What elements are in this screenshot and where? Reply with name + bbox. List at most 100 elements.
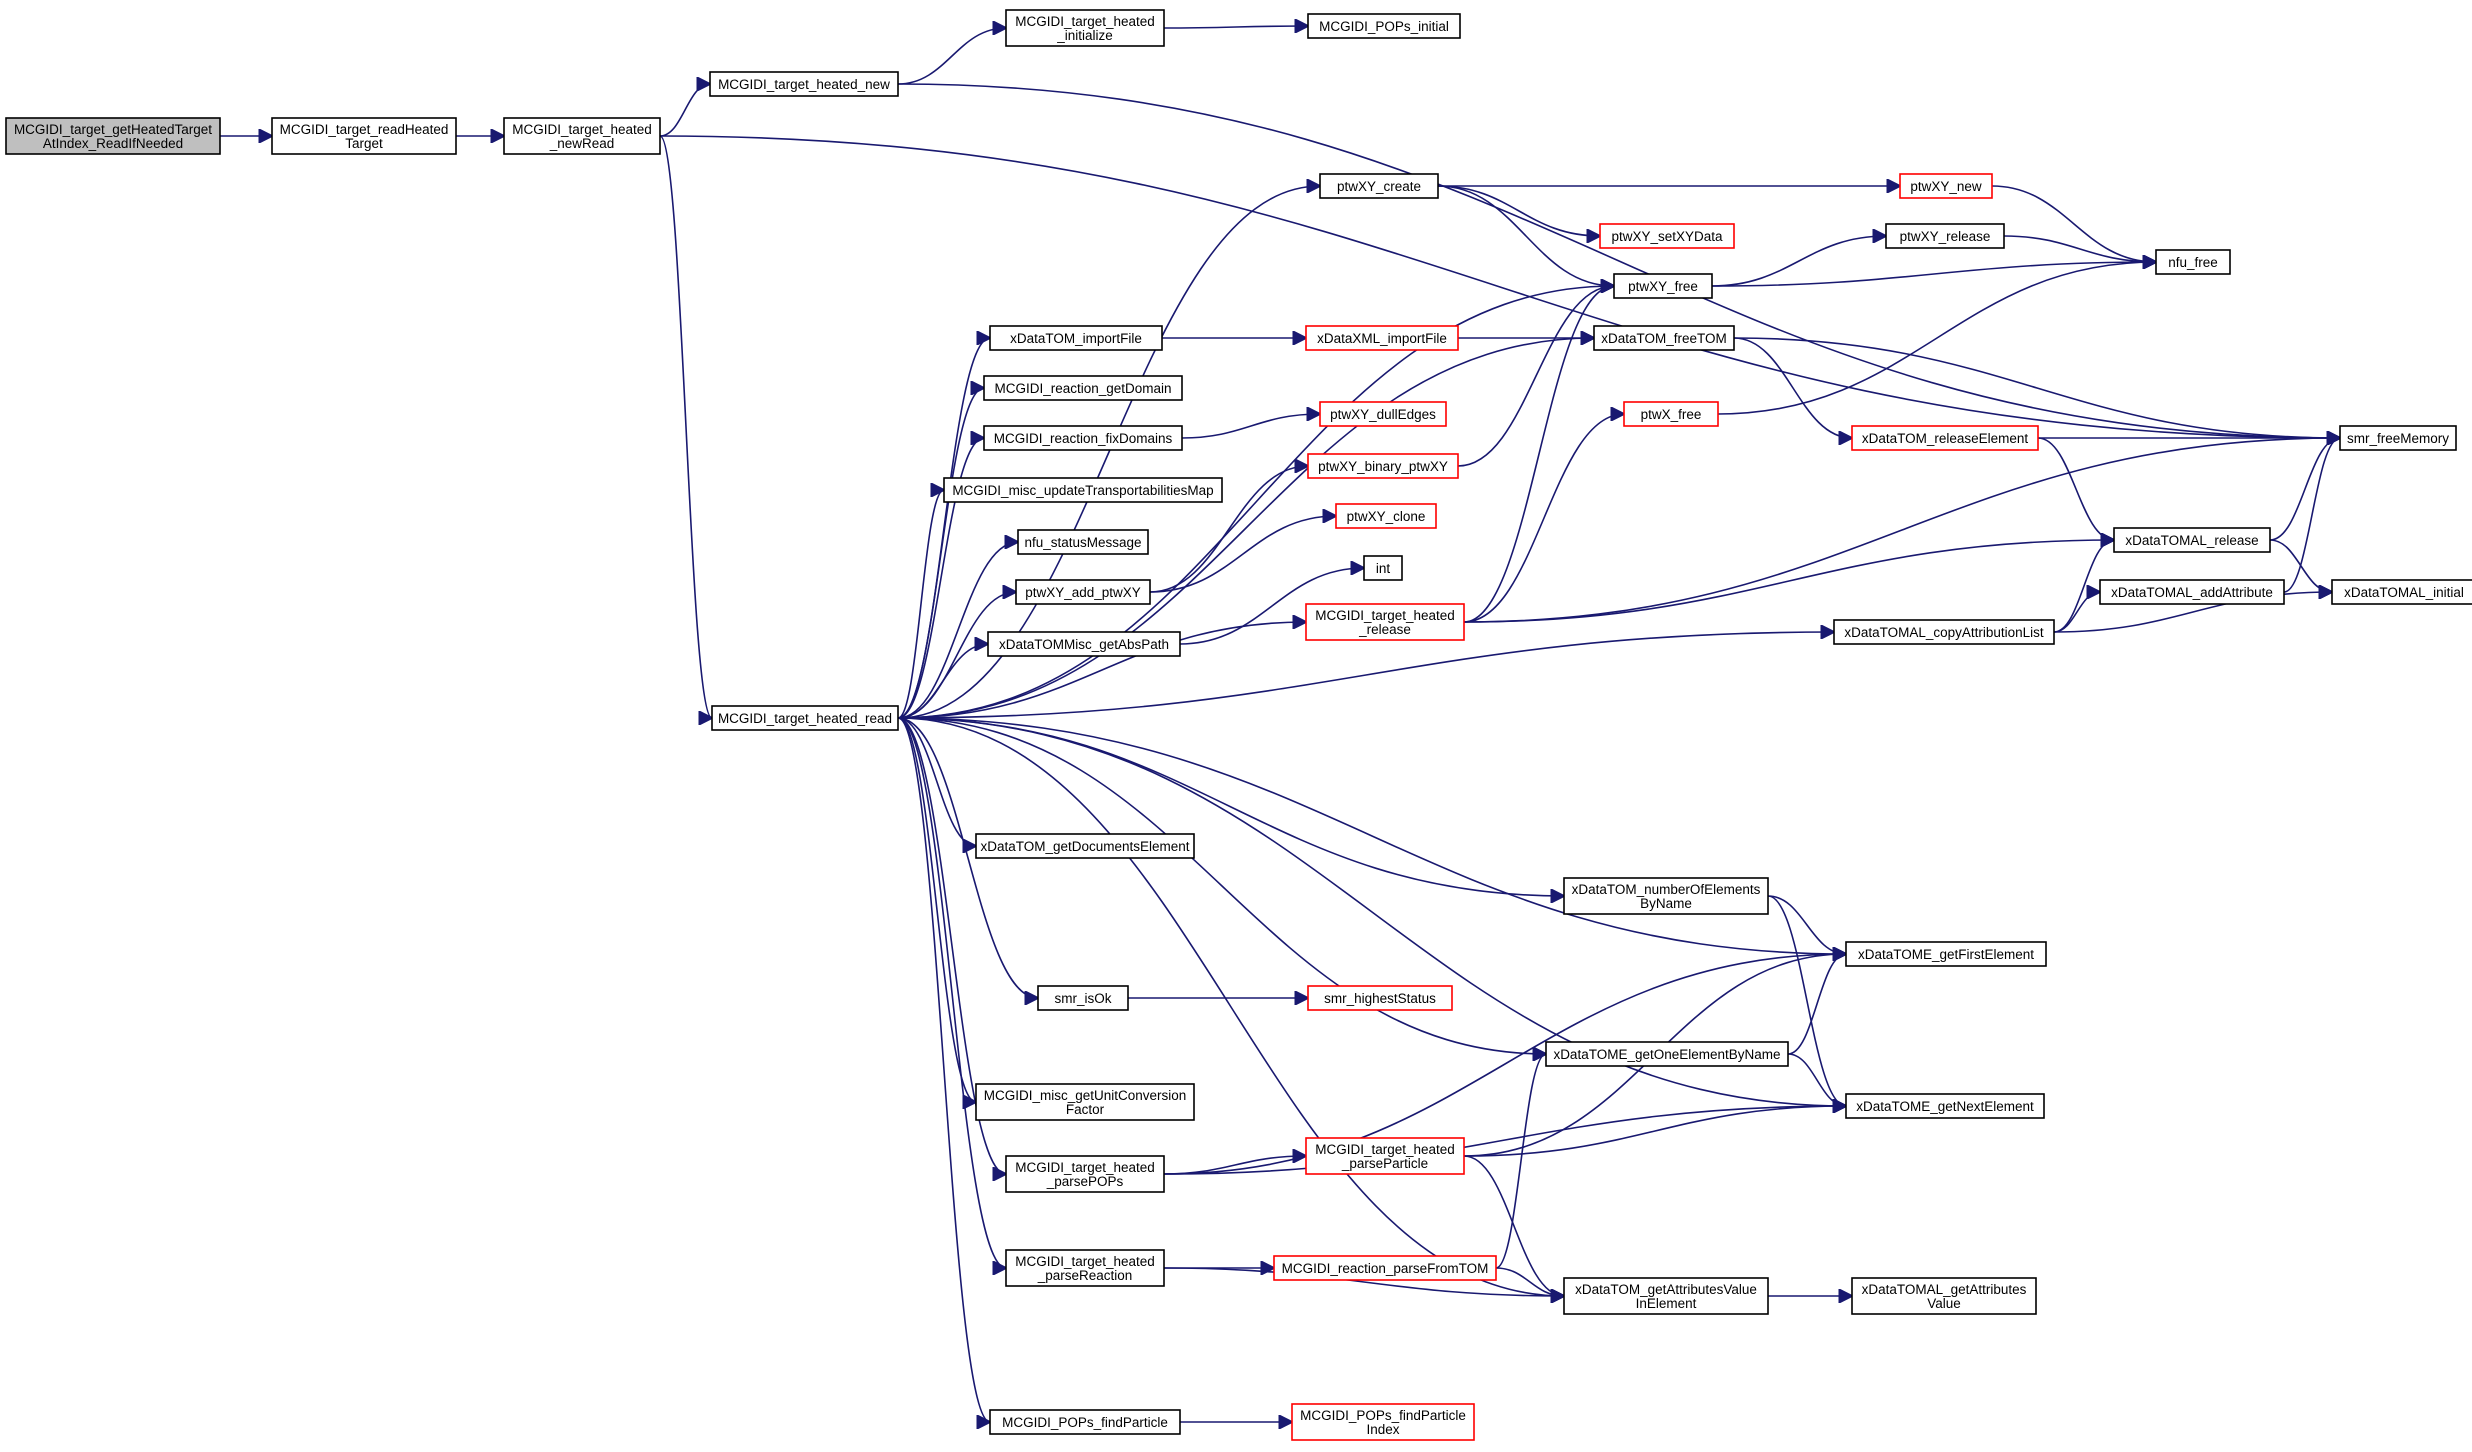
node-box — [1599, 223, 1735, 249]
node-root[interactable]: MCGIDI_target_getHeatedTargetAtIndex_Rea… — [5, 117, 221, 155]
node-label: MCGIDI_POPs_initial — [1319, 19, 1449, 34]
edge-xDataTOMALcopy-to-xDataTOMALaddAttribute — [2053, 592, 2100, 633]
node-label: nfu_free — [2168, 255, 2218, 270]
node-smrFreeMemory[interactable]: smr_freeMemory — [2339, 425, 2457, 451]
node-heatedRelease[interactable]: MCGIDI_target_heated_release — [1305, 603, 1465, 641]
node-ptwXYrelease[interactable]: ptwXY_release — [1885, 223, 2005, 249]
node-label: MCGIDI_reaction_getDomain — [994, 381, 1171, 396]
node-xDataTOMALcopy[interactable]: xDataTOMAL_copyAttributionList — [1833, 619, 2055, 645]
node-ptwXYfree[interactable]: ptwXY_free — [1613, 273, 1713, 299]
node-box — [1845, 1093, 2045, 1119]
node-box — [1623, 401, 1719, 427]
node-box — [1305, 325, 1459, 351]
node-box — [1319, 173, 1439, 199]
node-xDataTOMALaddAttribute[interactable]: xDataTOMAL_addAttribute — [2099, 579, 2285, 605]
edges-layer — [220, 26, 2340, 1422]
node-label: ptwXY_free — [1628, 279, 1698, 294]
node-reactionGetDomain[interactable]: MCGIDI_reaction_getDomain — [983, 375, 1183, 401]
node-box — [503, 117, 661, 155]
node-ptwXYclone[interactable]: ptwXY_clone — [1335, 503, 1437, 529]
edge-heatedRelease-to-ptwXYfree — [1463, 286, 1614, 623]
node-label: ptwXY_dullEdges — [1330, 407, 1436, 422]
node-label: ptwXY_release — [1900, 229, 1991, 244]
edge-xDataTOMfreeTOM-to-smrFreeMemory — [1733, 337, 2340, 438]
node-box — [1335, 503, 1437, 529]
edge-heatedParseParticle-to-xDataTOMEgetNext — [1463, 1106, 1846, 1157]
node-label: MCGIDI_target_heated_new — [718, 77, 890, 92]
node-ptwXYdullEdges[interactable]: ptwXY_dullEdges — [1319, 401, 1447, 427]
node-smrIsOk[interactable]: smr_isOk — [1037, 985, 1129, 1011]
node-box — [1305, 603, 1465, 641]
node-heatedRead[interactable]: MCGIDI_target_heated_read — [711, 705, 899, 731]
node-box — [1851, 1277, 2037, 1315]
node-miscUpdateTransp[interactable]: MCGIDI_misc_updateTransportabilitiesMap — [943, 477, 1223, 503]
node-ptwXYadd[interactable]: ptwXY_add_ptwXY — [1015, 579, 1151, 605]
edge-heatedNew-to-heatedInit — [897, 28, 1006, 85]
node-xDataTOMimportFile[interactable]: xDataTOM_importFile — [989, 325, 1163, 351]
node-box — [711, 705, 899, 731]
node-heatedParseParticle[interactable]: MCGIDI_target_heated_parseParticle — [1305, 1137, 1465, 1175]
node-ptwXYsetXYData[interactable]: ptwXY_setXYData — [1599, 223, 1735, 249]
edge-xDataTOMMiscGetAbsPath-to-int — [1179, 568, 1364, 645]
node-heatedNewRead[interactable]: MCGIDI_target_heated_newRead — [503, 117, 661, 155]
node-box — [983, 375, 1183, 401]
node-label: MCGIDI_target_heated — [1315, 1142, 1455, 1157]
node-ptwXfree[interactable]: ptwX_free — [1623, 401, 1719, 427]
node-box — [1851, 425, 2039, 451]
node-heatedParsePOPs[interactable]: MCGIDI_target_heated_parsePOPs — [1005, 1155, 1165, 1193]
node-xDataTOMALgetAttrValue[interactable]: xDataTOMAL_getAttributesValue — [1851, 1277, 2037, 1315]
node-label: ptwXY_clone — [1347, 509, 1426, 524]
edge-heatedParseReaction-to-xDataTOMgetAttrValue — [1163, 1267, 1564, 1296]
node-xDataTOMfreeTOM[interactable]: xDataTOM_freeTOM — [1593, 325, 1735, 351]
edge-heatedRead-to-ptwXYcreate — [897, 186, 1320, 719]
node-xDataTOMALrelease[interactable]: xDataTOMAL_release — [2113, 527, 2271, 553]
node-int[interactable]: int — [1363, 555, 1403, 581]
node-xDataTOMEgetFirst[interactable]: xDataTOME_getFirstElement — [1845, 941, 2047, 967]
node-box — [943, 477, 1223, 503]
edge-heatedRead-to-reactionFixDomains — [897, 438, 984, 719]
edge-xDataTOMnumberOfElements-to-xDataTOMEgetNext — [1767, 895, 1846, 1106]
edge-heatedRead-to-xDataTOMEgetFirst — [897, 717, 1846, 954]
node-label: MCGIDI_target_getHeatedTarget — [14, 122, 212, 137]
node-xDataTOMMiscGetAbsPath[interactable]: xDataTOMMisc_getAbsPath — [987, 631, 1181, 657]
edge-ptwXYbinary-to-ptwXYfree — [1457, 286, 1614, 467]
node-heatedInit[interactable]: MCGIDI_target_heated_initialize — [1005, 9, 1165, 47]
node-ptwXYcreate[interactable]: ptwXY_create — [1319, 173, 1439, 199]
node-box — [2339, 425, 2457, 451]
node-label: MCGIDI_reaction_fixDomains — [994, 431, 1173, 446]
edge-heatedParsePOPs-to-xDataTOMEgetNext — [1163, 1106, 1846, 1175]
node-ptwXYnew[interactable]: ptwXY_new — [1899, 173, 1993, 199]
node-nfuFree[interactable]: nfu_free — [2155, 249, 2231, 275]
edge-heatedNewRead-to-heatedRead — [659, 135, 712, 718]
node-xDataTOMEgetOneByName[interactable]: xDataTOME_getOneElementByName — [1545, 1041, 1789, 1067]
node-smrHighestStatus[interactable]: smr_highestStatus — [1307, 985, 1453, 1011]
node-xDataXMLimportFile[interactable]: xDataXML_importFile — [1305, 325, 1459, 351]
edge-ptwXYfree-to-nfuFree — [1711, 262, 2156, 287]
edge-reactionFixDomains-to-ptwXYdullEdges — [1181, 414, 1320, 439]
node-reactionParseFromTOM[interactable]: MCGIDI_reaction_parseFromTOM — [1273, 1255, 1497, 1281]
node-heatedNew[interactable]: MCGIDI_target_heated_new — [709, 71, 899, 97]
node-heatedParseReaction[interactable]: MCGIDI_target_heated_parseReaction — [1005, 1249, 1165, 1287]
node-label: nfu_statusMessage — [1024, 535, 1141, 550]
node-label: xDataTOMAL_addAttribute — [2111, 585, 2273, 600]
edge-reactionParseFromTOM-to-xDataTOMEgetOneByName — [1495, 1054, 1546, 1269]
node-ptwXYbinary[interactable]: ptwXY_binary_ptwXY — [1307, 453, 1459, 479]
node-label: ptwXY_new — [1910, 179, 1982, 194]
node-xDataTOMreleaseElement[interactable]: xDataTOM_releaseElement — [1851, 425, 2039, 451]
node-label: AtIndex_ReadIfNeeded — [43, 136, 183, 151]
node-xDataTOMgetDocElement[interactable]: xDataTOM_getDocumentsElement — [975, 833, 1195, 859]
node-label: _parsePOPs — [1046, 1174, 1124, 1189]
node-nfuStatusMessage[interactable]: nfu_statusMessage — [1017, 529, 1149, 555]
node-popsInitial[interactable]: MCGIDI_POPs_initial — [1307, 13, 1461, 39]
node-reactionFixDomains[interactable]: MCGIDI_reaction_fixDomains — [983, 425, 1183, 451]
node-xDataTOMEgetNext[interactable]: xDataTOME_getNextElement — [1845, 1093, 2045, 1119]
node-xDataTOMALinitial[interactable]: xDataTOMAL_initial — [2331, 579, 2472, 605]
node-label: xDataTOMAL_initial — [2344, 585, 2464, 600]
node-popsFindParticle[interactable]: MCGIDI_POPs_findParticle — [989, 1409, 1181, 1435]
node-box — [5, 117, 221, 155]
